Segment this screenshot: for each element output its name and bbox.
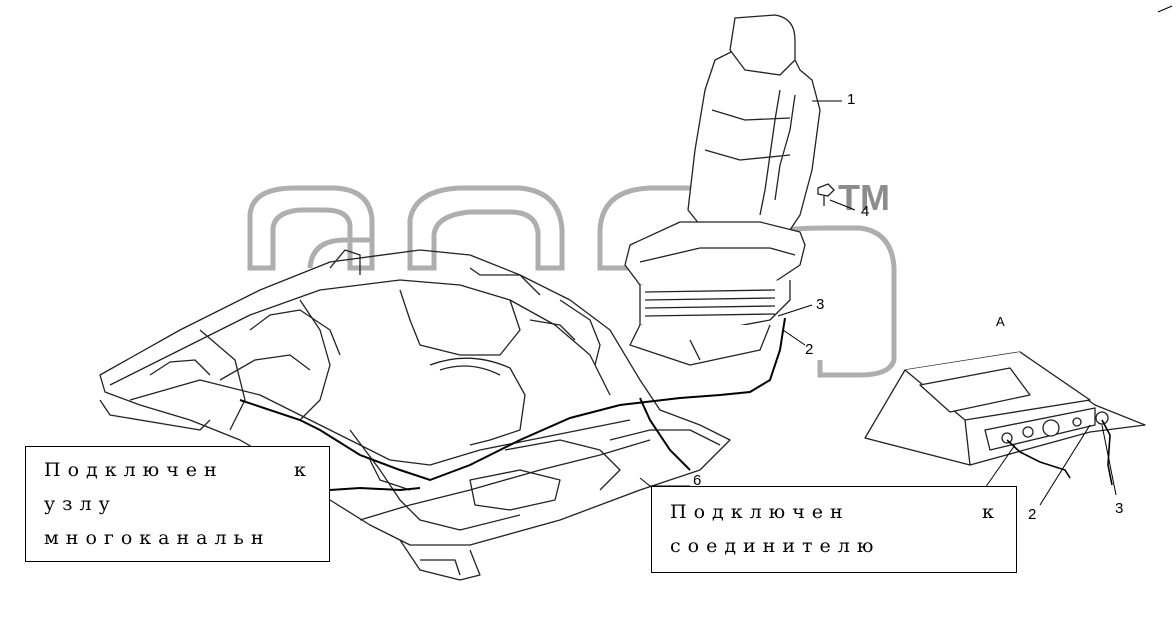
- bracket-cables: [1006, 419, 1113, 486]
- note-left-line1-word1: Подключен: [44, 459, 224, 481]
- view-a-label: A: [996, 314, 1005, 329]
- watermark-tm: TM: [838, 177, 890, 218]
- callout-6: 6: [693, 472, 702, 489]
- note-left-line2: узлу: [44, 493, 117, 515]
- note-right-line1-word1: Подключен: [670, 501, 850, 523]
- bolt-part: [817, 183, 835, 206]
- callout-2-bracket: 2: [1028, 506, 1037, 523]
- floor-panel: [99, 249, 731, 581]
- note-left-line1-word2: к: [294, 459, 313, 481]
- wiring-harness: [239, 317, 786, 492]
- note-right-line2: соединителю: [670, 535, 881, 557]
- note-left-line3: многоканальн: [44, 527, 271, 549]
- note-box-right: Подключен к соединителю: [651, 486, 1017, 573]
- driver-seat: [624, 14, 821, 366]
- callout-3-bracket: 3: [1115, 500, 1124, 517]
- callout-1: 1: [847, 91, 856, 108]
- callout-3-seat: 3: [816, 296, 825, 313]
- callout-4: 4: [861, 203, 870, 220]
- bracket-view-a: [864, 351, 1146, 466]
- note-right-line1-word2: к: [982, 501, 1001, 523]
- callout-2-seat: 2: [805, 341, 814, 358]
- note-box-left: Подключен к узлу многоканальн: [25, 446, 330, 562]
